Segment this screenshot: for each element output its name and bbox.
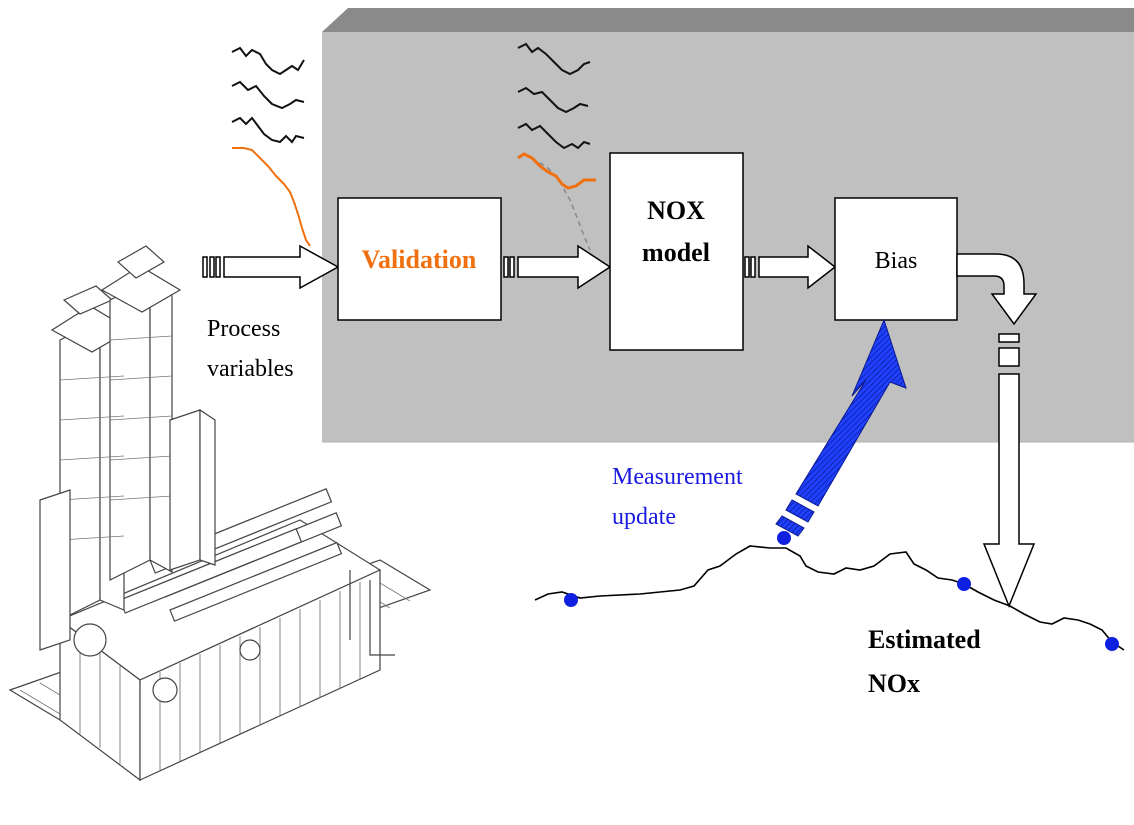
validation-box — [337, 197, 502, 321]
industrial-boiler-icon — [8, 245, 432, 782]
estimated-nox-curve — [534, 545, 1125, 651]
blue-dot-icon — [1105, 637, 1119, 651]
arrow-nox-to-bias — [744, 244, 837, 290]
bias-output-arrow — [956, 253, 1038, 609]
blue-dot-icon — [957, 577, 971, 591]
nox-model-label-line1: NOX — [647, 196, 705, 225]
estimated-nox-label-line1: Estimated — [868, 625, 981, 654]
measurement-points — [564, 531, 1119, 651]
input-arrow — [202, 244, 340, 290]
dashed-original-trace — [531, 157, 591, 251]
bias-box — [834, 197, 958, 321]
bias-label: Bias — [875, 248, 918, 274]
measurement-update-arrow — [775, 318, 907, 537]
blue-dot-icon — [777, 531, 791, 545]
panel-top-bevel — [322, 8, 1134, 32]
nox-model-label-line2: model — [642, 238, 710, 267]
arrow-validation-to-nox — [503, 244, 612, 290]
process-variables-label-line2: variables — [207, 356, 294, 382]
validation-label: Validation — [362, 245, 477, 274]
measurement-update-label-line1: Measurement — [612, 464, 743, 490]
blue-dot-icon — [564, 593, 578, 607]
nox-model-box — [609, 152, 744, 351]
orange-trace-input — [232, 147, 311, 247]
orange-trace-validated — [517, 152, 596, 190]
process-variable-traces — [231, 46, 311, 247]
estimated-nox-label-line2: NOx — [868, 669, 920, 698]
process-variables-label-line1: Process — [207, 316, 280, 342]
measurement-update-label-line2: update — [612, 504, 676, 530]
validated-traces — [517, 42, 596, 251]
